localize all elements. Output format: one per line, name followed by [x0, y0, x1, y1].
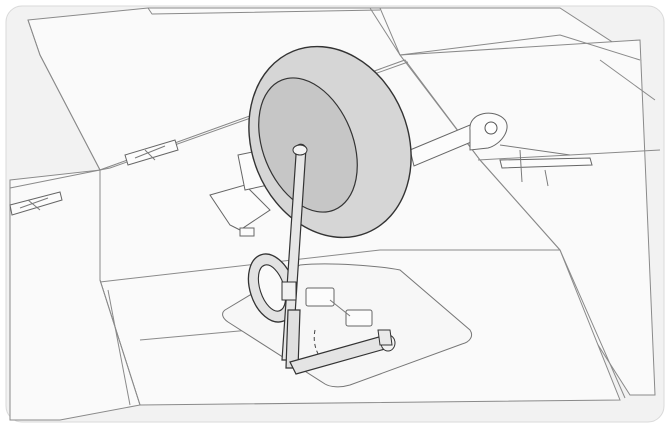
mast-clamp — [281, 281, 297, 301]
rear-mount-plate — [209, 184, 271, 231]
ridge-line-4 — [399, 34, 641, 61]
right-hinge — [409, 112, 593, 187]
ridge-line-8 — [599, 59, 656, 101]
mast-tip — [292, 144, 308, 156]
bracket-left-1 — [9, 191, 63, 216]
mast-foot-riser — [377, 329, 393, 346]
ridge-line-2 — [147, 7, 381, 15]
support-arm — [281, 143, 396, 375]
ridge-line-6 — [99, 249, 560, 283]
hinge-eye-hole — [484, 121, 498, 135]
ridge-line-7 — [107, 289, 131, 406]
dish-inner-rim — [258, 77, 358, 213]
connector-block-2 — [345, 309, 373, 327]
left-brackets — [9, 139, 179, 216]
rear-mount-clip — [239, 227, 255, 237]
dish — [248, 45, 412, 239]
hinge-base — [499, 157, 593, 169]
connector-block-1 — [305, 287, 335, 307]
cable-coil — [247, 253, 297, 323]
